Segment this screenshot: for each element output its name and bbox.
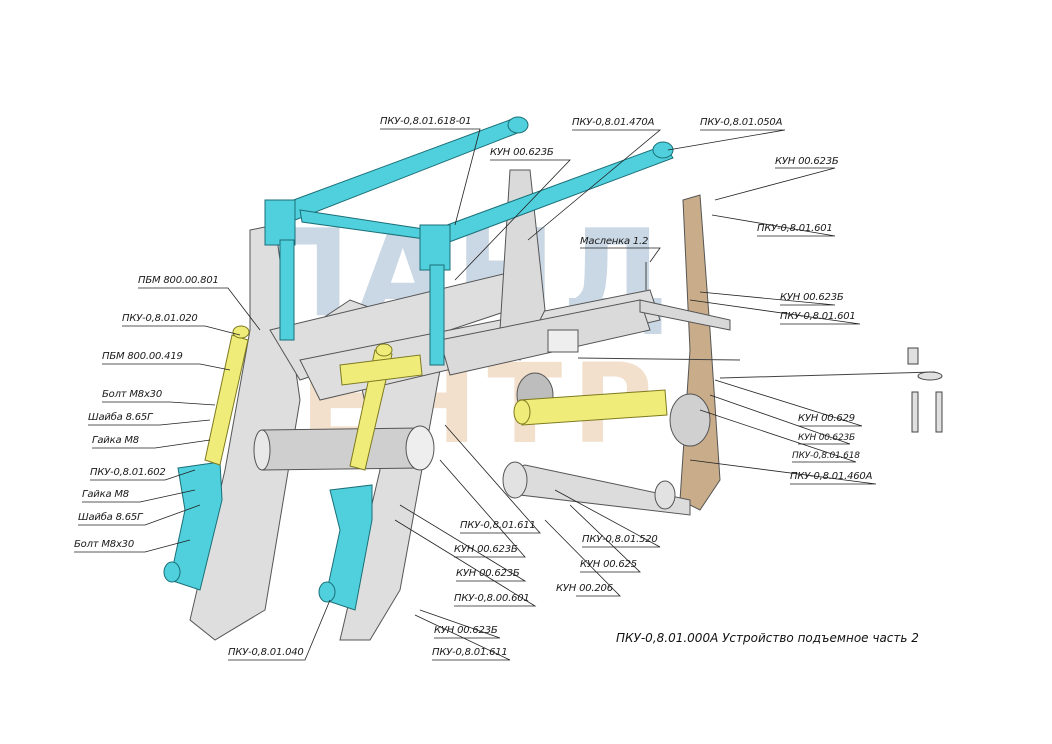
label-gaika-1: Гайка М8 <box>92 435 139 446</box>
label-pku-01020: ПКУ-0,8.01.020 <box>122 313 198 324</box>
label-kun-623b-3: КУН 00.623Б <box>780 292 844 303</box>
label-bolt-1: Болт М8х30 <box>102 389 163 400</box>
label-pku-01611-1: ПКУ-0,8.01.611 <box>460 520 536 531</box>
label-pku-00601: ПКУ-0,8.00.601 <box>454 593 530 604</box>
label-kun-623b-7: КУН 00.623Б <box>434 625 498 636</box>
label-pku-01520: ПКУ-0,8.01.520 <box>582 534 658 545</box>
label-shaiba-1: Шайба 8.65Г <box>88 412 153 423</box>
label-kun-206: КУН 00.206 <box>556 583 613 594</box>
label-pku-01602: ПКУ-0,8.01.602 <box>90 467 166 478</box>
yellow-hydraulic-cylinders <box>204 325 668 471</box>
cyan-lower-links <box>163 461 373 611</box>
cyan-top-links <box>264 116 674 366</box>
label-kun-623b-5: КУН 00.623Б <box>454 544 518 555</box>
label-kun-625: КУН 00.625 <box>580 559 637 570</box>
label-pku-01460a: ПКУ-0,8.01.460А <box>790 471 873 482</box>
label-pbm-801: ПБМ 800.00.801 <box>138 275 219 286</box>
leader-lines <box>74 128 877 661</box>
tube-cross-member <box>253 425 435 471</box>
label-bolt-2: Болт М8х30 <box>74 539 135 550</box>
label-gaika-2: Гайка М8 <box>82 489 129 500</box>
label-kun-623b-6: КУН 00.623Б <box>456 568 520 579</box>
label-kun-623b-4: КУН 00.623Б <box>798 433 855 443</box>
loose-hardware <box>577 262 943 433</box>
label-pku-01618: ПКУ-0,8.01.618 <box>792 451 860 461</box>
label-pku-01470a: ПКУ-0,8.01.470А <box>572 117 655 128</box>
label-maslenka: Масленка 1.2 <box>580 236 649 247</box>
label-pku-01601-2: ПКУ-0,8.01.601 <box>780 311 856 322</box>
label-pku-01618-01: ПКУ-0,8.01.618-01 <box>380 116 472 127</box>
label-shaiba-2: Шайба 8.65Г <box>78 512 143 523</box>
label-pbm-419: ПБМ 800.00.419 <box>102 351 183 362</box>
label-pku-01050a: ПКУ-0,8.01.050А <box>700 117 783 128</box>
label-kun-629: КУН 00.629 <box>798 413 855 424</box>
label-kun-623b-1: КУН 00.623Б <box>490 147 554 158</box>
label-kun-623b-2: КУН 00.623Б <box>775 156 839 167</box>
right-frame <box>502 194 731 516</box>
drawing-caption: ПКУ-0,8.01.000А Устройство подъемное час… <box>616 631 919 645</box>
label-pku-01611-2: ПКУ-0,8.01.611 <box>432 647 508 658</box>
label-pku-01040: ПКУ-0,8.01.040 <box>228 647 304 658</box>
label-pku-01601-1: ПКУ-0,8.01.601 <box>757 223 833 234</box>
